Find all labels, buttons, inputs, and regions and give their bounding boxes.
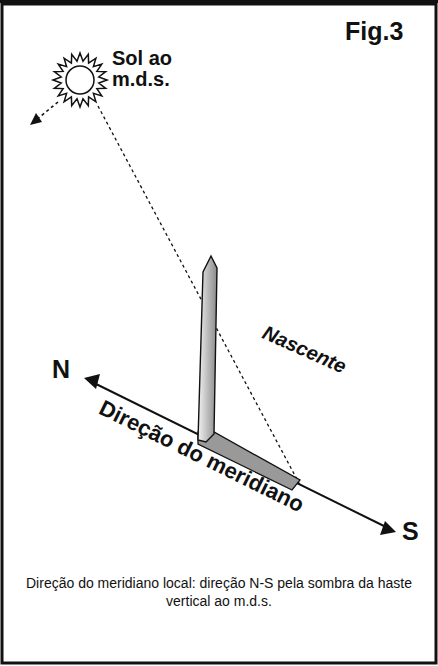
figure-number: Fig.3 <box>345 18 403 44</box>
direction-label: Nascente <box>259 322 349 377</box>
sun-symbol <box>53 53 107 107</box>
arrowhead <box>84 374 100 389</box>
frame <box>2 4 436 663</box>
vertical-rod <box>198 256 217 442</box>
sun-motion-arrow <box>36 102 58 120</box>
arrowhead <box>30 113 42 125</box>
top-rule <box>0 0 438 3</box>
arrowhead <box>380 521 396 535</box>
meridian-axis <box>92 382 388 528</box>
north-label: N <box>52 356 70 382</box>
south-label: S <box>402 518 419 544</box>
caption: Direção do meridiano local: direção N-S … <box>24 574 414 610</box>
sun-label: Sol ao m.d.s. <box>112 48 202 90</box>
